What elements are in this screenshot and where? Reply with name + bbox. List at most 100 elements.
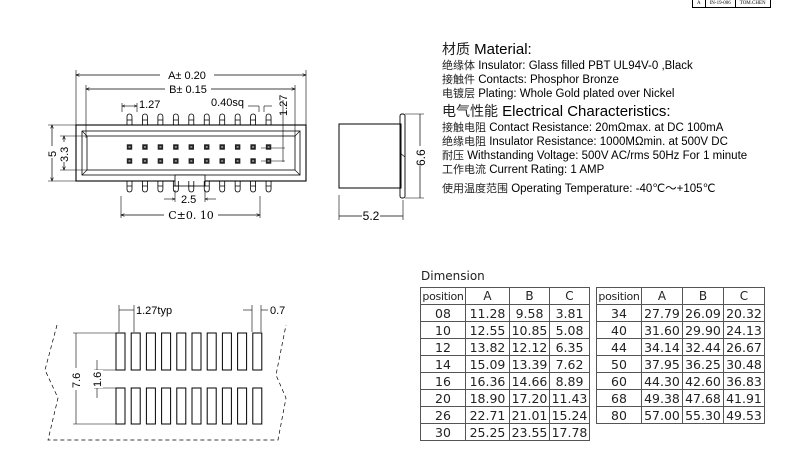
c-cell: 17.78: [549, 423, 590, 441]
pitch-label: 1.27: [139, 99, 160, 111]
key-width-label: 2.5: [181, 194, 196, 206]
a-cell: 12.55: [465, 321, 510, 339]
c-cell: 15.24: [549, 406, 590, 424]
polarization-key: [174, 174, 206, 187]
pin-top: [157, 113, 164, 125]
b-cell: 23.55: [509, 423, 550, 441]
a-cell: 11.28: [465, 304, 510, 322]
operating-temperature: 使用温度范围 Operating Temperature: -40℃～+105℃: [442, 182, 716, 195]
c-cell: 8.89: [549, 372, 590, 390]
pin-bottom: [219, 181, 226, 193]
dimension-title: Dimension: [421, 269, 485, 283]
a-cell: 27.79: [641, 304, 683, 322]
pcb-pad: [206, 332, 217, 371]
header-c: C: [549, 287, 590, 305]
position-cell: 30: [420, 423, 466, 441]
row-pitch-label: 1.27: [278, 95, 290, 116]
title-block: A IN-19-006 TOM.CHEN: [692, 0, 771, 8]
b-cell: 21.01: [509, 406, 550, 424]
pin-bottom: [265, 181, 272, 193]
position-cell: 68: [596, 389, 642, 407]
side-depth-label: 5.2: [363, 209, 380, 223]
c-cell: 3.81: [549, 304, 590, 322]
pin-bottom: [157, 181, 164, 193]
pin-bottom: [126, 181, 133, 193]
b-cell: 26.09: [682, 304, 724, 322]
pcb-pad: [252, 332, 263, 371]
b-cell: 14.66: [509, 372, 550, 390]
a-cell: 15.09: [465, 355, 510, 373]
electrical-line: 绝缘电阻 Insulator Resistance: 1000MΩmin. at…: [442, 135, 728, 148]
dim-a-label: A± 0.20: [168, 70, 206, 82]
height-outer-label: 5: [47, 151, 59, 157]
pcb-pad: [130, 332, 141, 371]
a-cell: 37.95: [641, 355, 683, 373]
pcb-pad: [221, 387, 232, 425]
pcb-pad: [176, 332, 187, 371]
a-cell: 25.25: [465, 423, 510, 441]
pin-size-label: 0.40sq: [211, 97, 244, 109]
side-height-label: 6.6: [414, 149, 428, 166]
c-cell: 26.67: [723, 338, 765, 356]
pin-bottom: [172, 181, 179, 193]
c-cell: 49.53: [723, 406, 765, 424]
pin-bottom: [142, 181, 148, 193]
b-cell: 13.39: [509, 355, 550, 373]
header-c: C: [723, 287, 765, 305]
pin-top: [172, 113, 179, 125]
b-cell: 55.30: [682, 406, 724, 424]
a-cell: 18.90: [465, 389, 510, 407]
c-cell: 7.62: [549, 355, 590, 373]
a-cell: 34.14: [641, 338, 683, 356]
position-cell: 34: [596, 304, 642, 322]
electrical-heading: 电气性能 Electrical Characteristics:: [442, 103, 671, 120]
pcb-pad: [206, 387, 217, 425]
c-cell: 6.35: [549, 338, 590, 356]
header-b: B: [509, 287, 550, 305]
specifications: 材质 Material: 绝缘体 Insulator: Glass filled…: [442, 41, 801, 196]
a-cell: 13.82: [465, 338, 510, 356]
position-cell: 08: [420, 304, 466, 322]
pcb-pad: [145, 332, 156, 371]
pin-bottom: [250, 181, 256, 193]
pcb-pad: [191, 332, 202, 371]
position-cell: 14: [420, 355, 466, 373]
b-cell: 32.44: [682, 338, 724, 356]
electrical-line: 接触电阻 Contact Resistance: 20mΩmax. at DC …: [442, 121, 724, 134]
document-number: IN-19-006: [706, 0, 736, 7]
pin-bottom: [234, 181, 241, 193]
c-cell: 41.91: [723, 389, 765, 407]
electrical-line: 工作电流 Current Rating: 1 AMP: [442, 163, 605, 176]
pcb-pad: [161, 387, 172, 425]
pcb-pad: [115, 387, 126, 425]
header-a: A: [465, 287, 510, 305]
position-cell: 40: [596, 321, 642, 339]
pin-bottom: [203, 181, 210, 193]
header-position: position: [420, 287, 466, 305]
side-view-drawing: 6.6 5.2: [338, 113, 428, 223]
pin-top: [234, 113, 241, 125]
pcb-pad: [145, 387, 156, 425]
b-cell: 17.20: [509, 389, 550, 407]
pcb-pad: [237, 332, 248, 371]
a-cell: 16.36: [465, 372, 510, 390]
b-cell: 42.60: [682, 372, 724, 390]
pcb-pad: [130, 387, 141, 425]
pin-bottom: [188, 181, 195, 193]
header-a: A: [641, 287, 683, 305]
pad-width-label: 0.7: [270, 305, 285, 317]
position-cell: 50: [596, 355, 642, 373]
header-position: position: [596, 287, 642, 305]
position-cell: 60: [596, 372, 642, 390]
pcb-pad: [161, 332, 172, 371]
